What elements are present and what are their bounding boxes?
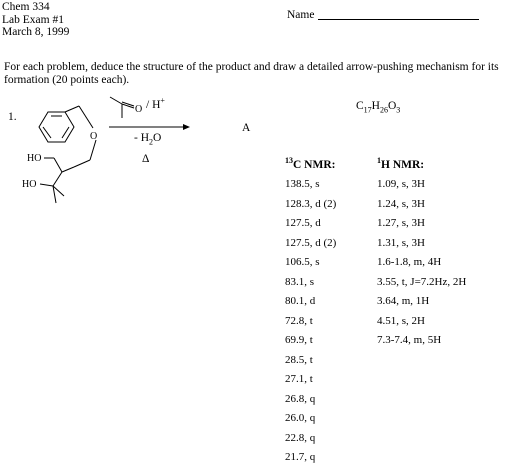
exam-date: March 8, 1999	[2, 26, 70, 38]
h1-peak: 1.24, s, 3H	[377, 197, 425, 210]
c13-peak: 83.1, s	[285, 275, 315, 288]
c13-peak: 21.7, q	[285, 451, 316, 463]
h1-nmr-list: 1H NMR: 1.09, s, 3H 1.24, s, 3H 1.27, s,…	[377, 156, 467, 354]
ether-oxygen-label: O	[90, 131, 97, 142]
h1-peak: 7.3-7.4, m, 5H	[377, 334, 442, 346]
reaction-scheme-drawing: O HO HO O	[22, 96, 190, 204]
h1-peak: 3.64, m, 1H	[377, 295, 430, 307]
problem-number: 1.	[8, 111, 17, 123]
hydroxyl-label-1: HO	[27, 153, 41, 164]
carbonyl-oxygen-label: O	[135, 104, 142, 115]
h1-peak: 3.55, t, J=7.2Hz, 2H	[377, 275, 467, 288]
molecular-formula: C17H26O3	[356, 100, 401, 115]
water-loss-label: - H2O	[134, 132, 162, 147]
benzene-ring	[38, 111, 75, 143]
c13-peak: 128.3, d (2)	[285, 197, 337, 210]
c13-peak: 127.5, d	[285, 217, 321, 229]
c13-peak: 27.1, t	[285, 373, 313, 385]
product-label: A	[242, 122, 251, 134]
c13-nmr-header: 13C NMR:	[285, 156, 336, 171]
name-blank-line	[318, 19, 479, 20]
c13-peak: 80.1, d	[285, 295, 316, 307]
exam-title: Lab Exam #1	[2, 13, 64, 26]
h1-peak: 1.27, s, 3H	[377, 217, 425, 229]
c13-peak: 28.5, t	[285, 353, 313, 366]
exam-header: Chem 334 Lab Exam #1 March 8, 1999	[2, 1, 69, 39]
h1-peak: 1.31, s, 3H	[377, 236, 425, 249]
c13-peak: 106.5, s	[285, 256, 320, 268]
c13-peak: 72.8, t	[285, 314, 313, 327]
h1-peak: 4.51, s, 2H	[377, 314, 425, 327]
c13-peak: 26.8, q	[285, 392, 316, 405]
acetone-structure	[109, 96, 135, 118]
name-label: Name	[287, 9, 315, 21]
h1-peak: 1.09, s, 3H	[377, 178, 425, 190]
c13-peak: 22.8, q	[285, 431, 316, 444]
instructions-text: For each problem, deduce the structure o…	[4, 61, 499, 86]
c13-peak: 138.5, s	[285, 178, 320, 190]
c13-peak: 69.9, t	[285, 334, 313, 346]
c13-peak: 127.5, d (2)	[285, 236, 337, 249]
heat-symbol: Δ	[142, 153, 150, 165]
hydroxyl-label-2: HO	[22, 179, 36, 190]
c13-peak: 26.0, q	[285, 412, 316, 424]
side-chain-bonds	[39, 105, 97, 204]
c13-nmr-list: 13C NMR: 138.5, s 128.3, d (2) 127.5, d …	[285, 156, 337, 471]
h1-nmr-header: 1H NMR:	[377, 156, 425, 171]
course-name: Chem 334	[2, 1, 50, 13]
acid-catalyst-label: / H+	[146, 96, 165, 111]
h1-peak: 1.6-1.8, m, 4H	[377, 256, 442, 268]
reaction-arrow	[109, 124, 190, 130]
